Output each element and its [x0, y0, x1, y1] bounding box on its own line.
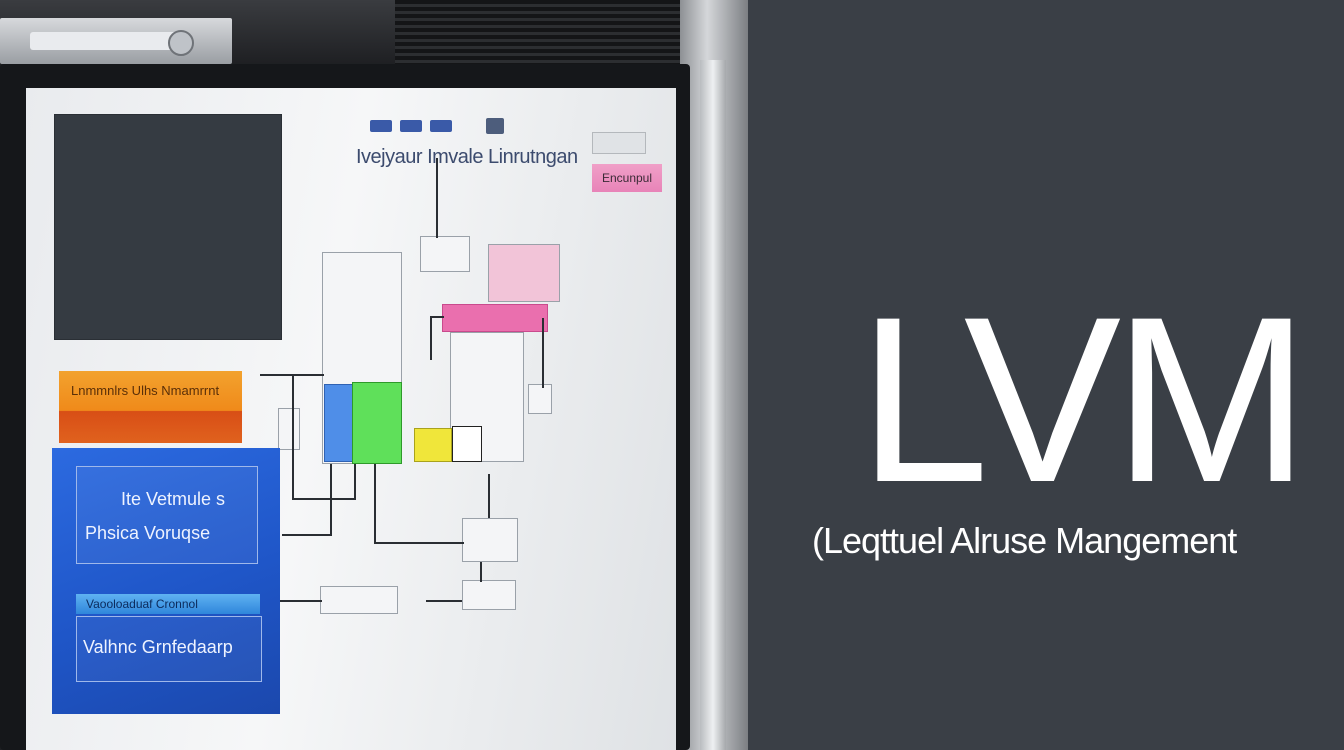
toolbar-icon [370, 120, 392, 132]
rack-side-highlight [700, 60, 726, 750]
hero-subtitle: (Leqttuel Alruse Mangement [812, 520, 1237, 561]
monitor: Ivejyaur Imvale Linrutngan Encunpul [0, 64, 690, 750]
connector [488, 474, 490, 518]
connector [292, 374, 294, 500]
pink-badge: Encunpul [592, 164, 662, 192]
blue-panel [52, 448, 280, 714]
title-panel: LVM (Leqttuel Alruse Mangement [748, 0, 1344, 750]
volume-group-box: Valhnc Grnfedaarp [76, 616, 262, 682]
rack-knob-icon [168, 30, 194, 56]
diagram-node [414, 428, 452, 462]
connector [542, 318, 544, 388]
rack-top [0, 0, 748, 72]
toolbar-icon [430, 120, 452, 132]
connector [436, 158, 438, 238]
connector [426, 600, 462, 602]
connector [430, 316, 444, 318]
server-rack-photo: Ivejyaur Imvale Linrutngan Encunpul [0, 0, 748, 750]
hero-title: LVM [858, 268, 1310, 532]
toolbar-icon [400, 120, 422, 132]
diagram-node [450, 332, 524, 462]
connector [282, 534, 332, 536]
screen-small-box [592, 132, 646, 154]
connector [292, 498, 356, 500]
connector [430, 316, 432, 360]
diagram-node [452, 426, 482, 462]
drive-slot [30, 32, 180, 50]
diagram-node [324, 384, 354, 462]
diagram-node [320, 586, 398, 614]
box2-header-label: Vaooloaduaf Cronnol [86, 597, 198, 611]
dark-panel [54, 114, 282, 340]
diagram-node [462, 518, 518, 562]
device-icon [486, 118, 504, 134]
connector [374, 464, 376, 544]
connector [278, 600, 322, 602]
connector [330, 464, 332, 536]
physical-volumes-box: Ite Vetmule s Phsica Voruqse [76, 466, 258, 564]
diagram-node [442, 304, 548, 332]
rack-grille [395, 0, 680, 64]
connector [354, 464, 356, 500]
rack-server-unit [0, 18, 232, 64]
diagram-node [278, 408, 300, 450]
monitor-screen: Ivejyaur Imvale Linrutngan Encunpul [26, 88, 676, 750]
orange-header-bar: Lnmmnlrs Ulhs Nmamrrnt [59, 371, 242, 443]
lvm-diagram [26, 88, 676, 750]
box1-line1: Ite Vetmule s [121, 489, 226, 509]
connector [374, 542, 464, 544]
connector [480, 562, 482, 582]
screen-header: Ivejyaur Imvale Linrutngan [356, 146, 578, 168]
volume-group-header: Vaooloaduaf Cronnol [76, 594, 260, 614]
diagram-node [528, 384, 552, 414]
diagram-node [420, 236, 470, 272]
diagram-node [352, 382, 402, 464]
box2-text: Valhnc Grnfedaarp [83, 637, 233, 657]
diagram-node [462, 580, 516, 610]
box1-line2: Phsica Voruqse [85, 523, 211, 543]
diagram-node [488, 244, 560, 302]
orange-bar-label: Lnmmnlrs Ulhs Nmamrrnt [71, 383, 220, 398]
